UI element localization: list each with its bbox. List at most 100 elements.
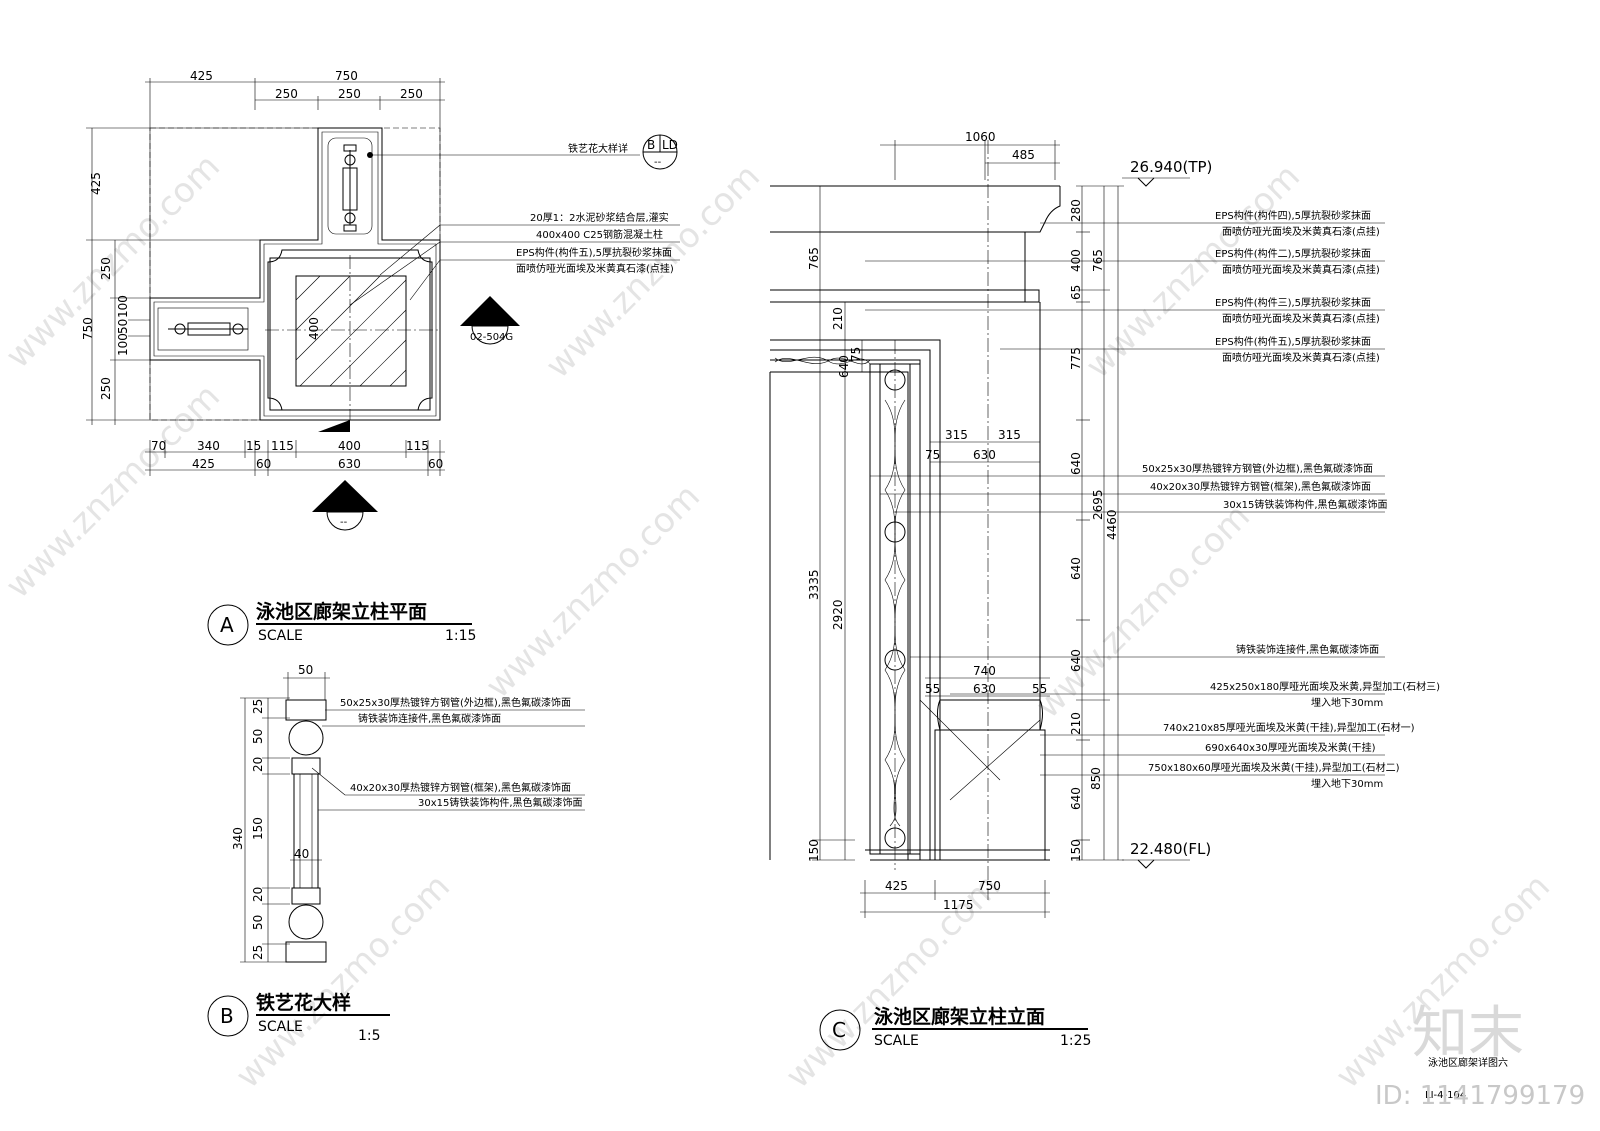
detail-note-0: 50x25x30厚热镀锌方钢管(外边框),黑色氟碳漆饰面 xyxy=(340,696,571,709)
elevation-drawing: 1060 485 26.940(TP) 22.480(FL) xyxy=(769,130,1440,1051)
detail-dim-left-3: 150 xyxy=(251,817,265,840)
plan-dim-bot-60b: 60 xyxy=(428,457,443,471)
plan-note-4: 面喷仿哑光面埃及米黄真石漆(点挂) xyxy=(516,262,674,275)
plan-dim-top-250c: 250 xyxy=(400,87,423,101)
watermark-site-5: www.znzmo.com xyxy=(478,476,708,706)
elev-scale: 1:25 xyxy=(1060,1033,1091,1049)
elev-dim-bot-425: 425 xyxy=(885,879,908,893)
detail-dim-left-1: 50 xyxy=(251,729,265,744)
sheet-title: 泳池区廊架详图六 xyxy=(1428,1056,1508,1069)
plan-callout-right: B LD 02-504G xyxy=(460,296,520,345)
elev-dim-left-150: 150 xyxy=(807,839,821,862)
elev-note-3: 面喷仿哑光面埃及米黄真石漆(点挂) xyxy=(1222,263,1380,276)
detail-scale: 1:5 xyxy=(358,1028,381,1044)
plan-dim-left-750: 750 xyxy=(81,317,95,340)
elev-dim-mid-740: 740 xyxy=(973,664,996,678)
elev-note-12: 425x250x180厚哑光面埃及米黄,异型加工(石材三) xyxy=(1210,680,1440,693)
elev-dim-left-75: 75 xyxy=(849,347,863,362)
plan-note-0: 铁艺花大样详 xyxy=(568,142,628,155)
elev-dim-left-2920: 2920 xyxy=(831,599,845,630)
elev-dim-right-4460: 4460 xyxy=(1105,509,1119,540)
elev-dim-right-640c: 640 xyxy=(1069,649,1083,672)
plan-callout-bottom-sub: -- xyxy=(340,517,348,528)
elev-note-1: 面喷仿哑光面埃及米黄真石漆(点挂) xyxy=(1222,225,1380,238)
elev-dim-right-210: 210 xyxy=(1069,712,1083,735)
elev-dim-right-400: 400 xyxy=(1069,249,1083,272)
elev-note-6: EPS构件(构件五),5厚抗裂砂浆抹面 xyxy=(1215,335,1371,348)
plan-note-1: 20厚1：2水泥砂浆结合层,灌实 xyxy=(530,211,669,224)
plan-title-circle xyxy=(207,604,249,646)
detail-title-circle xyxy=(207,995,249,1037)
elev-note-7: 面喷仿哑光面埃及米黄真石漆(点挂) xyxy=(1222,351,1380,364)
detail-scale-label: SCALE xyxy=(258,1019,303,1035)
sheet-number: LI-4-104 xyxy=(1425,1090,1466,1101)
plan-dim-left-425: 425 xyxy=(89,172,103,195)
plan-dim-left-250a: 250 xyxy=(99,257,113,280)
detail-drawing: 50 340 25 50 20 150 20 50 25 40 50x25x30… xyxy=(207,663,585,1044)
watermark-site-1: www.znzmo.com xyxy=(0,146,228,376)
detail-dim-left-0: 25 xyxy=(251,699,265,714)
plan-dim-bot-425: 425 xyxy=(192,457,215,471)
detail-dim-left-total: 340 xyxy=(231,827,245,850)
plan-title-letter: A xyxy=(220,613,234,637)
plan-scale: 1:15 xyxy=(445,628,476,644)
elev-beam-ironwork xyxy=(774,356,871,365)
plan-dim-left-250b: 250 xyxy=(99,377,113,400)
plan-scale-label: SCALE xyxy=(258,628,303,644)
detail-dim-inner: 40 xyxy=(294,847,309,861)
elev-note-8: 50x25x30厚热镀锌方钢管(外边框),黑色氟碳漆饰面 xyxy=(1142,462,1373,475)
elev-note-11: 铸铁装饰连接件,黑色氟碳漆饰面 xyxy=(1236,643,1379,656)
elev-dim-top-1060: 1060 xyxy=(965,130,996,144)
plan-dim-bot-70: 70 xyxy=(151,439,166,453)
elev-note-16: 750x180x60厚哑光面埃及米黄(干挂),异型加工(石材二) xyxy=(1148,761,1400,774)
elev-note-5: 面喷仿哑光面埃及米黄真石漆(点挂) xyxy=(1222,312,1380,325)
plan-dim-top-250a: 250 xyxy=(275,87,298,101)
elev-dim-bot-1175: 1175 xyxy=(943,898,974,912)
elev-dim-left-210: 210 xyxy=(831,307,845,330)
watermark-logo: 知末 xyxy=(1412,1001,1524,1066)
elev-dim-right-280: 280 xyxy=(1069,199,1083,222)
elev-dim-mid-315b: 315 xyxy=(998,428,1021,442)
watermark-id: ID: 1141799179 xyxy=(1375,1081,1585,1111)
elev-dim-right-775: 775 xyxy=(1069,347,1083,370)
elev-dim-right-65: 65 xyxy=(1069,285,1083,300)
elev-dim-right-640d: 640 xyxy=(1069,787,1083,810)
plan-dim-bot-400: 400 xyxy=(338,439,361,453)
detail-title-letter: B xyxy=(220,1004,234,1028)
elev-title-circle xyxy=(819,1009,861,1051)
elev-dim-left-765: 765 xyxy=(807,247,821,270)
plan-callout-top-sub: -- xyxy=(654,157,662,168)
watermark-site-4: www.znzmo.com xyxy=(0,376,228,606)
elev-note-10: 30x15铸铁装饰构件,黑色氟碳漆饰面 xyxy=(1223,498,1388,511)
elev-dim-right-850: 850 xyxy=(1089,767,1103,790)
plan-column-hatch xyxy=(295,275,407,387)
plan-callout-right-sub: 02-504G xyxy=(470,332,513,343)
plan-callout-right-ref: LD xyxy=(492,311,508,325)
title-block: 知末 泳池区廊架详图六 LI-4-104 ID: 1141799179 xyxy=(1375,1001,1585,1111)
elev-dim-left-3335: 3335 xyxy=(807,569,821,600)
plan-callout-right-letter: B xyxy=(476,311,484,325)
elev-dim-bot-750: 750 xyxy=(978,879,1001,893)
plan-dim-bot-340: 340 xyxy=(197,439,220,453)
detail-dim-left-6: 25 xyxy=(251,945,265,960)
detail-dim-left-4: 20 xyxy=(251,887,265,902)
plan-callout-top-letter: B xyxy=(647,138,655,152)
elev-note-9: 40x20x30厚热镀锌方钢管(框架),黑色氟碳漆饰面 xyxy=(1150,480,1371,493)
elev-dim-mid-55b: 55 xyxy=(1032,682,1047,696)
elev-dim-mid-55a: 55 xyxy=(925,682,940,696)
plan-title: 泳池区廊架立柱平面 xyxy=(256,600,427,623)
elev-dim-mid-315a: 315 xyxy=(945,428,968,442)
plan-callout-top-ref: LD xyxy=(662,138,678,152)
plan-dim-inner-400: 400 xyxy=(307,317,321,340)
detail-note-2: 40x20x30厚热镀锌方钢管(框架),黑色氟碳漆饰面 xyxy=(350,781,571,794)
plan-note-2: 400x400 C25钢筋混凝土柱 xyxy=(536,228,663,241)
plan-dim-left-50: 50 xyxy=(116,319,130,334)
plan-dim-top-750: 750 xyxy=(335,69,358,83)
plan-dim-bot-60a: 60 xyxy=(256,457,271,471)
plan-dim-bot-15: 15 xyxy=(246,439,261,453)
plan-dim-bot-115b: 115 xyxy=(406,439,429,453)
elev-dim-mid-630b: 630 xyxy=(973,682,996,696)
detail-dim-left-2: 20 xyxy=(251,757,265,772)
detail-title: 铁艺花大样 xyxy=(256,991,351,1014)
elev-note-4: EPS构件(构件三),5厚抗裂砂浆抹面 xyxy=(1215,296,1371,309)
